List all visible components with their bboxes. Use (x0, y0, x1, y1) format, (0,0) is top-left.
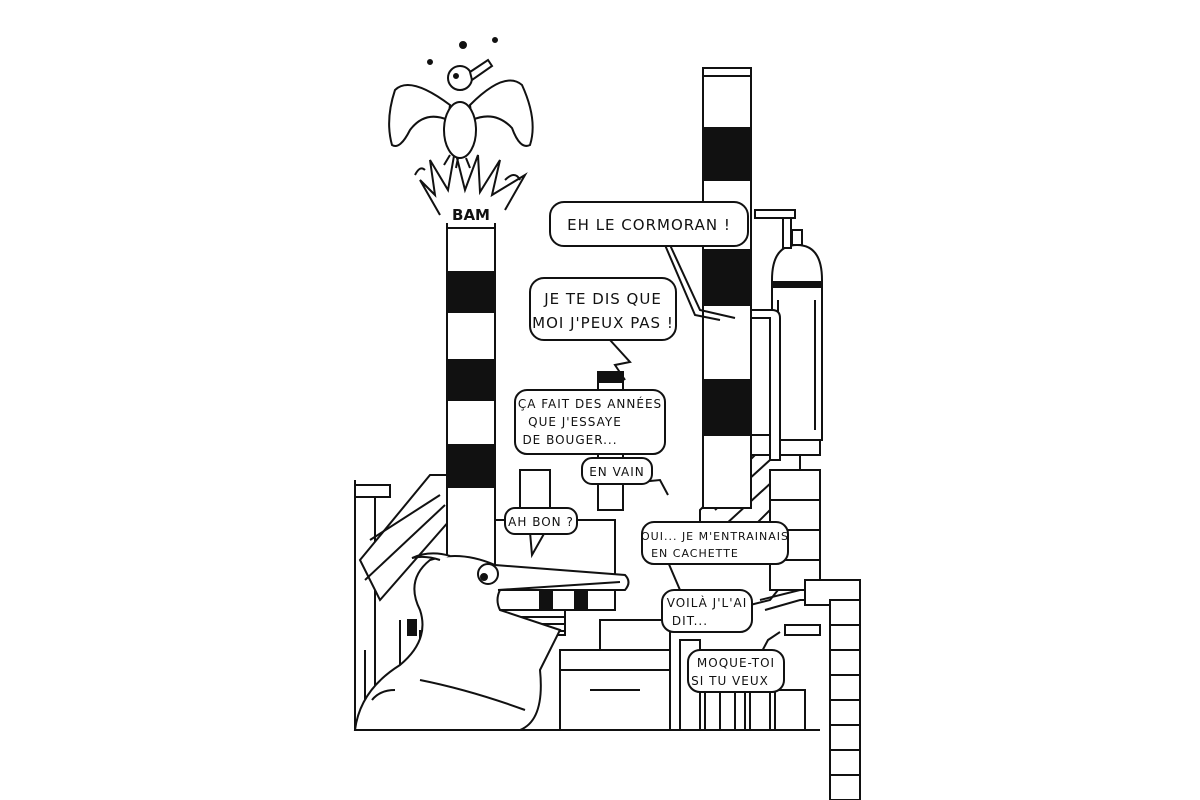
bubble-text-eh-cormoran: EH LE CORMORAN ! (567, 216, 731, 234)
bam-label: BAM (452, 206, 490, 224)
bubble-text-voila-1: VOILÀ J'L'AI (667, 595, 748, 610)
speech-bubble-en-vain: EN VAIN (581, 457, 669, 496)
bubble-text-moque-2: SI TU VEUX (691, 674, 769, 688)
bubble-text-oui-2: EN CACHETTE (651, 547, 739, 560)
speech-bubble-moque-toi: MOQUE-TOI SI TU VEUX (687, 631, 785, 693)
bubble-text-ca-fait-2: QUE J'ESSAYE (528, 415, 622, 429)
bubble-text-ah-bon: AH BON ? (508, 515, 574, 529)
speech-bubble-ca-fait: ÇA FAIT DES ANNÉES QUE J'ESSAYE DE BOUGE… (514, 389, 666, 455)
bubble-text-ca-fait-1: ÇA FAIT DES ANNÉES (518, 396, 662, 411)
bubble-text-je-te-dis-1: JE TE DIS QUE (543, 290, 662, 308)
right-chimney (702, 67, 752, 509)
bam-sign: BAM (443, 205, 499, 224)
bubble-text-oui-1: OUI... JE M'ENTRAINAIS (641, 530, 789, 543)
speech-bubble-eh-cormoran: EH LE CORMORAN ! (549, 201, 749, 321)
bubble-text-moque-1: MOQUE-TOI (697, 656, 775, 670)
bubble-text-ca-fait-3: DE BOUGER... (522, 433, 617, 447)
vertical-pipe (759, 579, 861, 800)
flying-cormorant-icon (388, 58, 534, 169)
speech-bubble-ah-bon: AH BON ? (504, 507, 578, 559)
bubble-text-je-te-dis-2: MOI J'PEUX PAS ! (532, 314, 674, 332)
speech-bubble-voila: VOILÀ J'L'AI DIT... (661, 589, 779, 633)
storage-tank (719, 209, 823, 461)
explosion-burst (414, 37, 528, 216)
bubble-text-en-vain: EN VAIN (589, 465, 645, 479)
speech-bubble-je-te-dis: JE TE DIS QUE MOI J'PEUX PAS ! (529, 277, 677, 381)
bubble-text-voila-2: DIT... (672, 614, 708, 628)
cormorant-character-icon (353, 552, 630, 731)
